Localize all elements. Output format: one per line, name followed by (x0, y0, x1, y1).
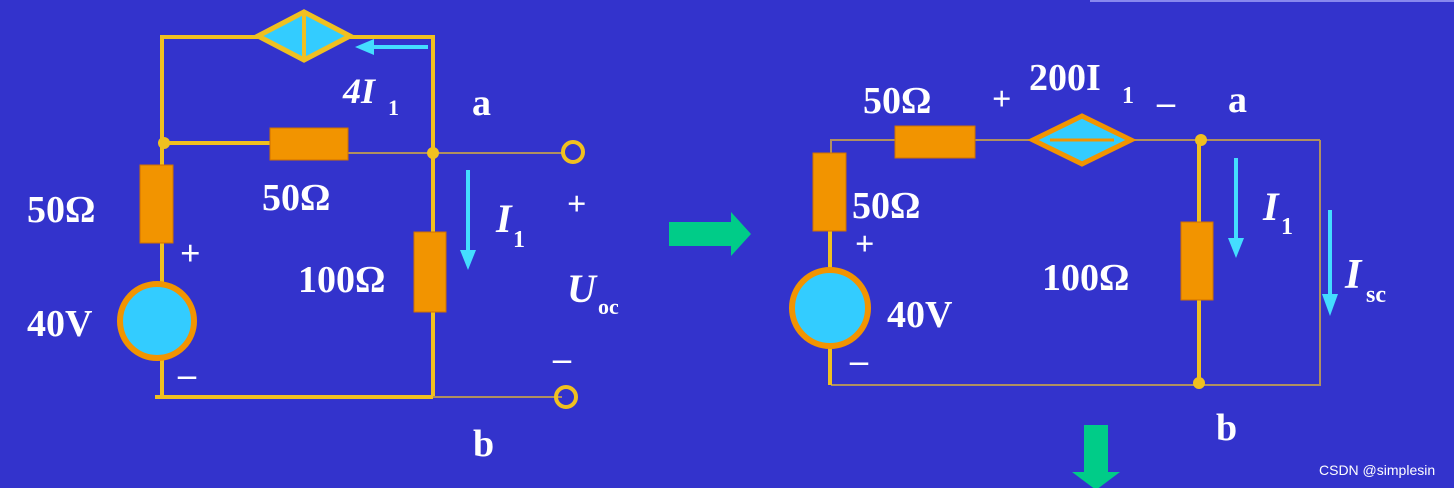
resistor-50-left-icon-right (812, 152, 847, 232)
node-b-label: b (473, 423, 494, 465)
source-minus-right: – (849, 340, 869, 380)
resistor-50-left-icon (139, 164, 174, 244)
source-plus-right: + (855, 226, 874, 263)
r-100-label-right: 100Ω (1042, 257, 1129, 299)
r-100-label: 100Ω (298, 259, 385, 301)
current-i1-sub-right: 1 (1281, 214, 1293, 240)
resistor-50-series-icon (269, 127, 349, 161)
left-terminal-wires (348, 152, 564, 398)
current-i1-sub: 1 (513, 227, 525, 253)
left-junction-node (158, 137, 170, 149)
resistor-100-icon (413, 231, 447, 313)
dependent-voltage-source-icon (1027, 113, 1137, 167)
current-i1-label: I (495, 196, 513, 241)
voltage-source-icon (117, 281, 197, 361)
dep-label: 200I (1029, 57, 1101, 99)
dep-minus: – (1156, 82, 1176, 122)
current-i1-label-right: I (1262, 184, 1280, 229)
right-circuit: 50Ω + 200I 1 – a 50Ω + I 1 100Ω I sc 40V… (789, 57, 1386, 449)
uoc-label: U (567, 266, 598, 311)
r-top-label: 50Ω (863, 80, 931, 122)
current-isc-arrow-icon (1322, 210, 1338, 316)
next-step-arrow-icon (1072, 425, 1120, 488)
dependent-current-source-icon (252, 9, 356, 63)
uoc-minus: – (552, 338, 572, 378)
dep-source-sub: 1 (388, 95, 399, 120)
voltage-label-right: 40V (887, 294, 953, 336)
r-left-label-right: 50Ω (852, 185, 920, 227)
left-wires (155, 35, 435, 399)
watermark: CSDN @simplesin (1319, 462, 1435, 478)
current-i1-arrow-icon-right (1228, 158, 1244, 258)
dep-source-label: 4I (342, 71, 377, 111)
node-a-label-right: a (1228, 79, 1247, 121)
terminal-b-icon (554, 385, 578, 409)
uoc-sub: oc (598, 294, 619, 319)
dep-current-arrow-icon (355, 39, 428, 55)
node-b-label-right: b (1216, 407, 1237, 449)
source-minus: – (177, 354, 197, 394)
dep-sub: 1 (1122, 83, 1134, 109)
node-a-label: a (472, 82, 491, 124)
terminal-a-icon (561, 140, 585, 164)
voltage-label: 40V (27, 303, 93, 345)
transform-arrow-icon (669, 212, 751, 256)
right-node-a (1195, 134, 1207, 146)
r-left-label: 50Ω (27, 189, 95, 231)
source-plus: + (180, 233, 201, 273)
dep-plus: + (992, 81, 1011, 118)
isc-label: I (1344, 252, 1363, 298)
uoc-plus: + (567, 186, 586, 223)
left-node-a (427, 147, 439, 159)
left-circuit: 4I 1 a 50Ω 50Ω I 1 + + 100Ω U oc 40V – –… (27, 9, 619, 465)
current-i1-arrow-icon (460, 170, 476, 270)
r-series-label: 50Ω (262, 177, 330, 219)
right-node-b (1193, 377, 1205, 389)
resistor-100-icon-right (1180, 221, 1214, 301)
isc-sub: sc (1366, 282, 1386, 308)
resistor-50-top-icon (894, 125, 976, 159)
voltage-source-icon-right (789, 267, 871, 349)
